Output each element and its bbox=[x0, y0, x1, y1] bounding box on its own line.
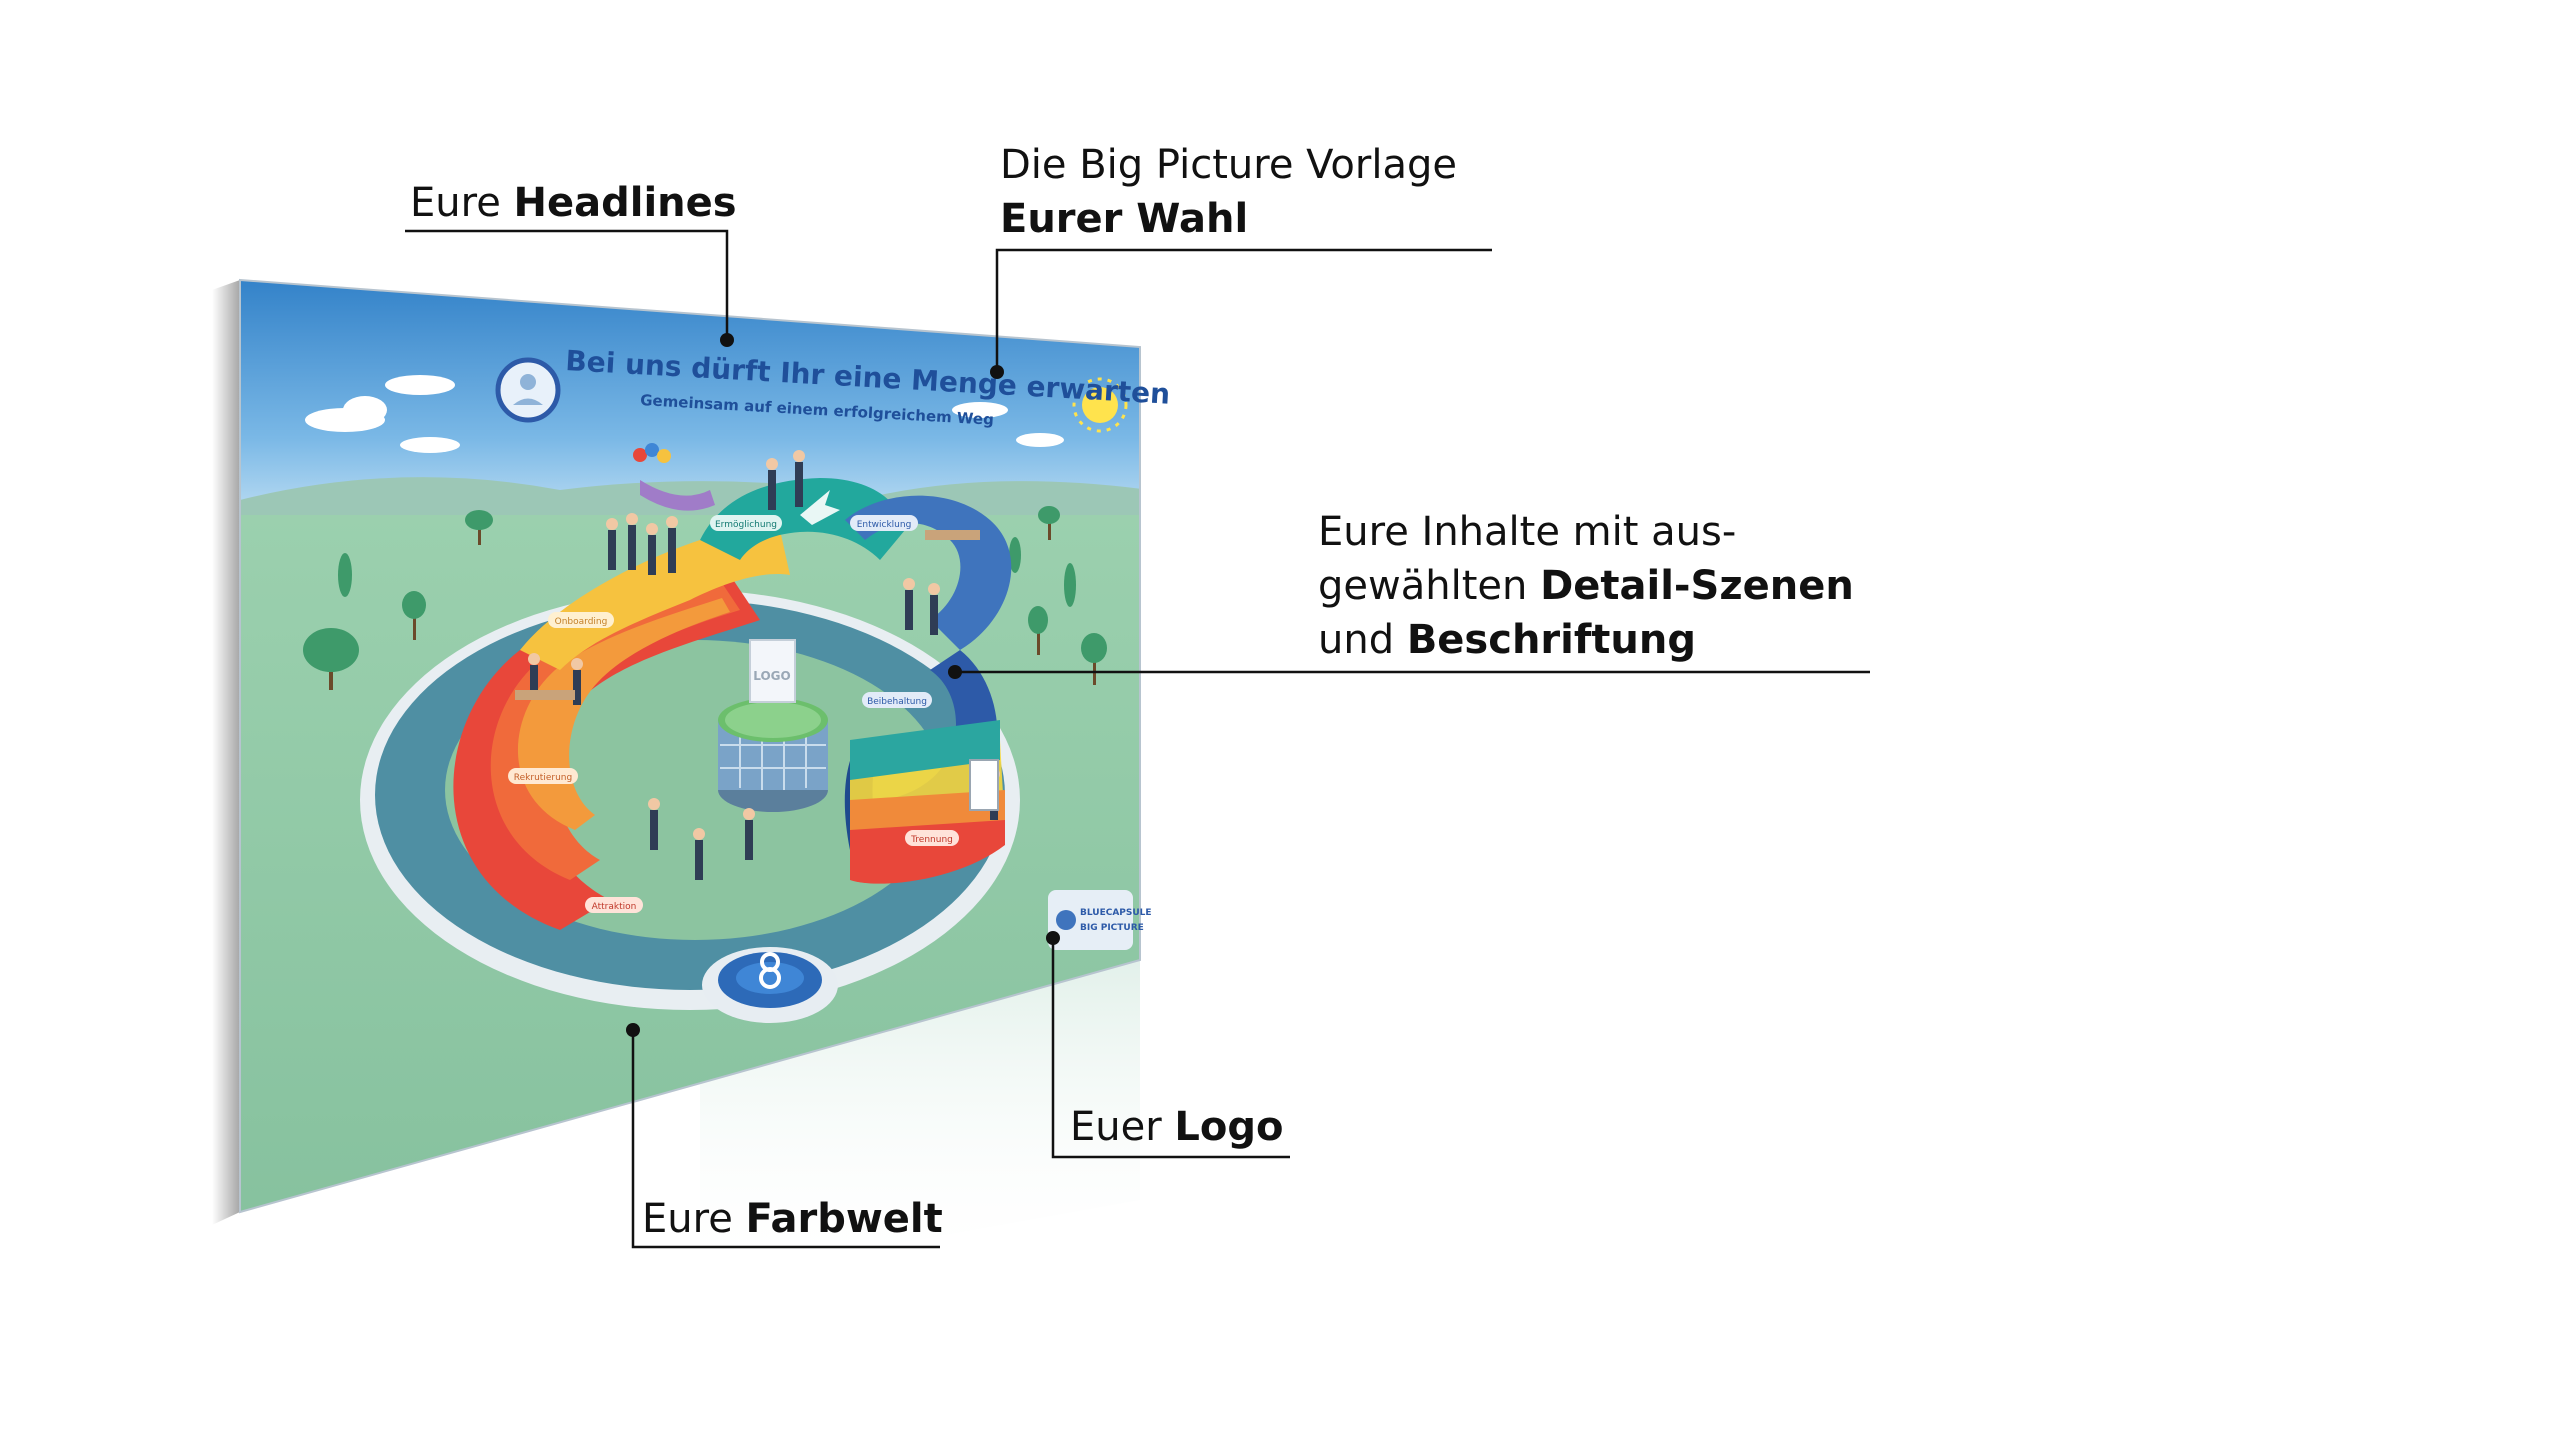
label-inhalte-line2-bold: Detail-Szenen bbox=[1540, 563, 1854, 609]
brand-logo-patch bbox=[1048, 890, 1133, 950]
label-logo: Euer Logo bbox=[1070, 1100, 1284, 1154]
people-figures bbox=[515, 443, 1000, 880]
brand-logo-text-2: BIG PICTURE bbox=[1080, 923, 1144, 933]
svg-text:Beibehaltung: Beibehaltung bbox=[867, 697, 927, 707]
svg-text:Onboarding: Onboarding bbox=[555, 617, 608, 627]
label-headlines-bold: Headlines bbox=[513, 180, 737, 226]
board-reflection bbox=[700, 960, 1140, 1280]
header-emblem-icon bbox=[495, 357, 561, 423]
stage-pill-bindung: Beibehaltung bbox=[862, 692, 932, 708]
label-inhalte-line2-normal: gewählten bbox=[1318, 563, 1541, 609]
clouds bbox=[305, 375, 1064, 453]
stage-pill-trennung: Trennung bbox=[905, 830, 959, 846]
stage-pill-attraktion: Attraktion bbox=[585, 897, 643, 913]
svg-text:Trennung: Trennung bbox=[910, 835, 953, 845]
label-inhalte-line3-normal: und bbox=[1318, 617, 1407, 663]
svg-text:Attraktion: Attraktion bbox=[592, 902, 637, 912]
sun-icon bbox=[1072, 377, 1128, 433]
stage-pill-ermoeglichung: Ermöglichung bbox=[710, 515, 782, 531]
label-logo-normal: Euer bbox=[1070, 1104, 1175, 1150]
label-farbwelt-bold: Farbwelt bbox=[745, 1196, 943, 1242]
label-headlines-normal: Eure bbox=[410, 180, 514, 226]
label-logo-bold: Logo bbox=[1174, 1104, 1284, 1150]
bottom-emblem bbox=[702, 947, 838, 1023]
board-shadow bbox=[212, 280, 240, 1225]
label-inhalte-line3-bold: Beschriftung bbox=[1406, 617, 1696, 663]
board-frame bbox=[239, 278, 1141, 1214]
brand-logo-text-1: BLUECAPSULE bbox=[1080, 908, 1152, 918]
stage-pill-rekrutierung: Rekrutierung bbox=[508, 768, 578, 784]
stage-pill-entwicklung: Entwicklung bbox=[850, 515, 918, 531]
leader-lines bbox=[405, 229, 1870, 1249]
center-tower bbox=[718, 639, 828, 812]
leader-dots bbox=[626, 333, 1060, 1037]
stage-pill-onboarding: Onboarding bbox=[548, 612, 614, 628]
label-vorlage: Die Big Picture Vorlage Eurer Wahl bbox=[1000, 138, 1457, 246]
label-headlines: Eure Headlines bbox=[410, 176, 737, 230]
svg-text:Entwicklung: Entwicklung bbox=[857, 520, 912, 530]
label-vorlage-line1: Die Big Picture Vorlage bbox=[1000, 142, 1457, 188]
svg-text:Ermöglichung: Ermöglichung bbox=[715, 520, 777, 530]
label-inhalte-line1: Eure Inhalte mit aus- bbox=[1318, 509, 1737, 555]
svg-text:Rekrutierung: Rekrutierung bbox=[514, 773, 572, 783]
trees bbox=[303, 506, 1107, 690]
label-farbwelt: Eure Farbwelt bbox=[642, 1192, 943, 1246]
center-logo-text: LOGO bbox=[753, 669, 790, 683]
label-farbwelt-normal: Eure bbox=[642, 1196, 746, 1242]
label-inhalte: Eure Inhalte mit aus- gewählten Detail-S… bbox=[1318, 505, 1854, 667]
label-vorlage-bold: Eurer Wahl bbox=[1000, 196, 1249, 242]
